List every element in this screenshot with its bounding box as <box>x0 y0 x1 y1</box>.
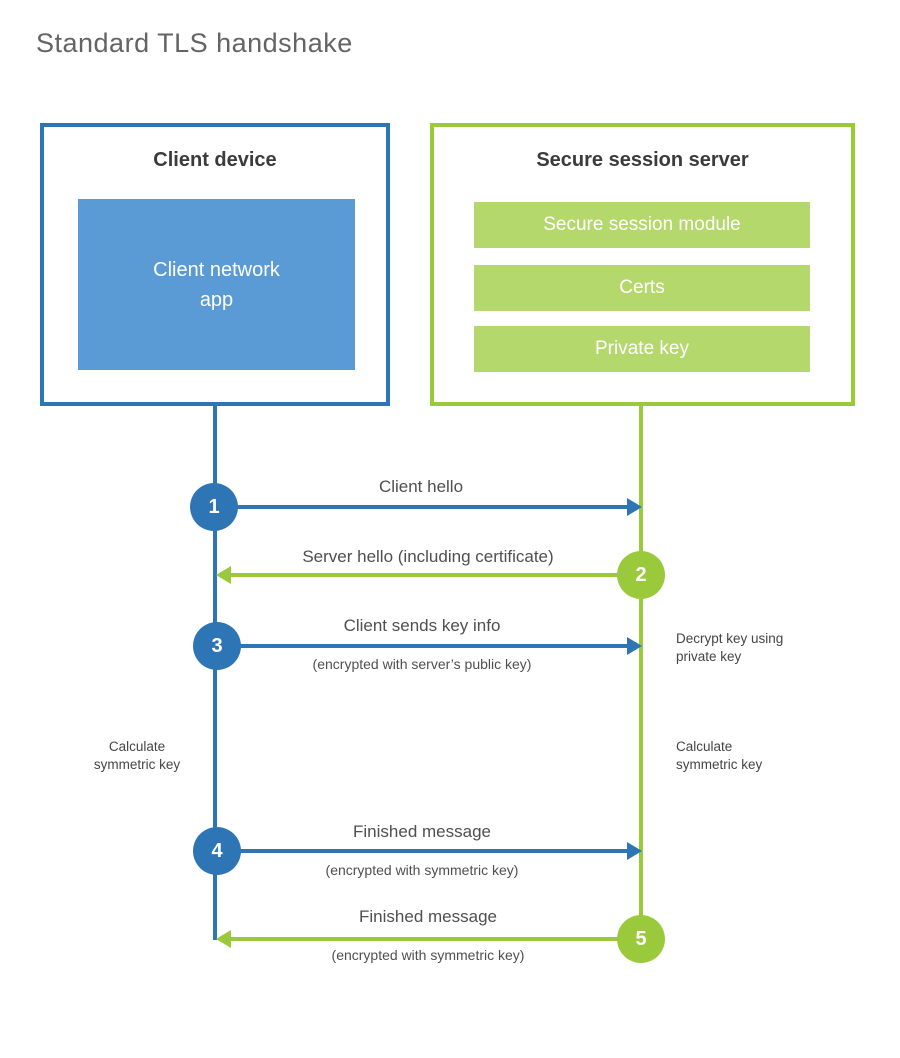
step2-number: 2 <box>635 563 647 586</box>
step5-badge: 5 <box>617 915 665 963</box>
server-module-private-key: Private key <box>474 326 810 372</box>
note-calculate-symmetric-key-client: Calculate symmetric key <box>93 739 181 772</box>
step3-badge: 3 <box>193 622 241 670</box>
note-calculate-symmetric-key-server: Calculate symmetric key <box>676 739 763 772</box>
step5-message-sublabel: (encrypted with symmetric key) <box>331 947 525 963</box>
step1-message-label: Client hello <box>378 477 464 496</box>
step4-message-sublabel: (encrypted with symmetric key) <box>325 862 519 878</box>
client-network-app-block: Client network app <box>78 199 355 370</box>
step2-message-label: Server hello (including certificate) <box>302 547 554 566</box>
server-lifeline <box>639 406 643 939</box>
step1-badge: 1 <box>190 483 238 531</box>
step4-arrow <box>219 849 627 853</box>
step4-badge: 4 <box>193 827 241 875</box>
client-lifeline <box>213 406 217 940</box>
step4-number: 4 <box>211 839 223 862</box>
note-decrypt-key: Decrypt key using private key <box>676 631 784 664</box>
step1-number: 1 <box>208 495 220 518</box>
step2-arrow <box>231 573 641 577</box>
step1-arrow <box>217 505 627 509</box>
step3-message-label: Client sends key info <box>343 616 501 635</box>
step3-arrow <box>219 644 627 648</box>
step4-message-label: Finished message <box>353 822 491 841</box>
server-module-certs: Certs <box>474 265 810 311</box>
secure-session-server-box: Secure session server Secure session mod… <box>430 123 855 406</box>
step4-arrowhead-icon <box>627 842 642 860</box>
step5-message-label: Finished message <box>359 907 497 926</box>
step3-message-sublabel: (encrypted with server’s public key) <box>312 656 532 672</box>
client-device-box: Client device Client network app <box>40 123 390 406</box>
step1-arrowhead-icon <box>627 498 642 516</box>
step5-number: 5 <box>635 927 647 950</box>
secure-session-server-title: Secure session server <box>536 149 749 171</box>
step3-number: 3 <box>211 634 223 657</box>
step3-arrowhead-icon <box>627 637 642 655</box>
step2-badge: 2 <box>617 551 665 599</box>
client-device-title: Client device <box>153 149 277 171</box>
step5-arrowhead-icon <box>216 930 231 948</box>
server-module-secure-session: Secure session module <box>474 202 810 248</box>
step2-arrowhead-icon <box>216 566 231 584</box>
page-title: Standard TLS handshake <box>36 28 353 58</box>
step5-arrow <box>231 937 641 941</box>
